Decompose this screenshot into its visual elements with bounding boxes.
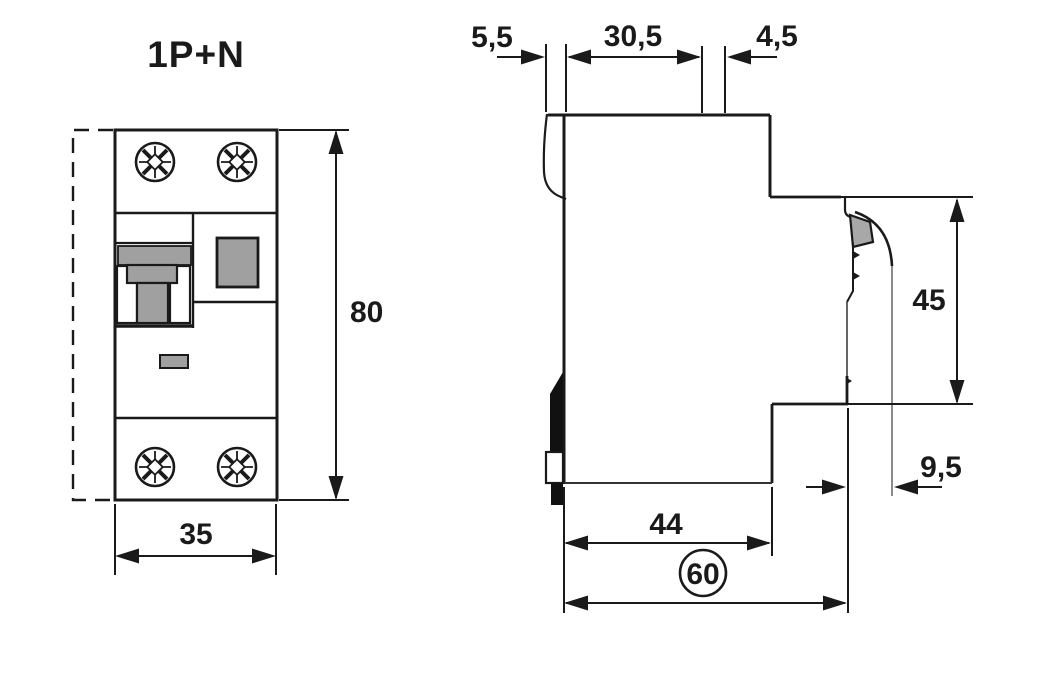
- dim-label-front-height: 80: [350, 296, 383, 329]
- side-view: [542, 113, 894, 505]
- dim-extension-lines: [114, 504, 277, 575]
- dim-front-width: [114, 504, 277, 575]
- pole-configuration-label: 1P+N: [147, 34, 245, 75]
- din-clip-top: [542, 113, 567, 201]
- terminal-clamp-wall: [846, 243, 854, 303]
- arrowhead-left-icon: [727, 49, 751, 65]
- arrowhead-right-icon: [252, 548, 276, 564]
- arrowhead-up-icon: [328, 130, 344, 154]
- dim-label-front-width: 35: [179, 518, 212, 551]
- dim-60-circle: [678, 548, 728, 598]
- indicator-window: [159, 354, 189, 369]
- arrowhead-left-icon: [567, 49, 591, 65]
- toggle-switch: [115, 241, 193, 328]
- dim-extension-lines: [563, 408, 849, 613]
- clamp-tooth-lower: [853, 272, 860, 280]
- phantom-outline-dashed: [71, 128, 113, 502]
- terminal-funnel-top: [843, 198, 851, 219]
- arrowhead-left-icon: [894, 479, 918, 495]
- arrowhead-right-icon: [822, 479, 846, 495]
- arrowhead-down-icon: [328, 476, 344, 500]
- din-clip-bottom: [544, 372, 565, 505]
- dim-front-height: [279, 129, 349, 501]
- clamp-tooth-upper: [853, 251, 860, 259]
- screw-icon-bottom-left: [134, 446, 176, 488]
- dimension-annotations: [114, 44, 973, 613]
- arrowhead-right-icon: [521, 49, 545, 65]
- dim-label-total-depth: 60: [686, 558, 719, 591]
- arrowhead-right-icon: [823, 595, 847, 611]
- screw-icon-top-left: [134, 141, 176, 183]
- front-view: [71, 128, 279, 502]
- dim-side-upper-height: [841, 196, 973, 405]
- edge-notch: [847, 378, 852, 384]
- din-clip-bar: [550, 372, 563, 452]
- arrowhead-down-icon: [949, 380, 965, 404]
- dim-label-clip-protrusion: 5,5: [471, 21, 513, 54]
- dim-terminal-step: [806, 479, 942, 495]
- switch-handle-grip: [135, 281, 170, 325]
- din-clip-tail: [551, 483, 563, 505]
- drawing-labels: 1P+N 80 35 5,5 30,5 4,5 45 9,5 44 60: [147, 20, 962, 591]
- terminal-screw: [848, 213, 875, 249]
- arrowhead-right-icon: [747, 535, 771, 551]
- dim-label-depth-offset: 4,5: [756, 20, 798, 53]
- screw-icon-bottom-right: [216, 446, 258, 488]
- terminal-screws: [134, 141, 258, 488]
- dim-label-terminal-step: 9,5: [920, 451, 962, 484]
- dim-label-lower-depth: 44: [649, 508, 683, 541]
- arrowhead-right-icon: [677, 49, 701, 65]
- switch-base-bar: [117, 245, 192, 266]
- screw-icon-top-right: [216, 141, 258, 183]
- dim-label-depth-mid: 30,5: [604, 20, 662, 53]
- terminal-cover-curve: [854, 210, 894, 267]
- arrowhead-left-icon: [564, 595, 588, 611]
- dim-extension-lines: [279, 129, 349, 501]
- arrowhead-left-icon: [115, 548, 139, 564]
- arrowhead-left-icon: [564, 535, 588, 551]
- dim-label-upper-height: 45: [912, 284, 945, 317]
- switch-handle-top: [125, 263, 179, 285]
- dim-side-bottom: [563, 408, 849, 613]
- dim-extension-lines: [841, 196, 973, 405]
- dim-side-top: [497, 44, 777, 113]
- arrowhead-up-icon: [949, 198, 965, 222]
- test-button: [215, 236, 260, 289]
- dim-extension-lines: [545, 44, 726, 113]
- terminal-pocket: [843, 198, 894, 496]
- din-clip-slider: [544, 450, 565, 485]
